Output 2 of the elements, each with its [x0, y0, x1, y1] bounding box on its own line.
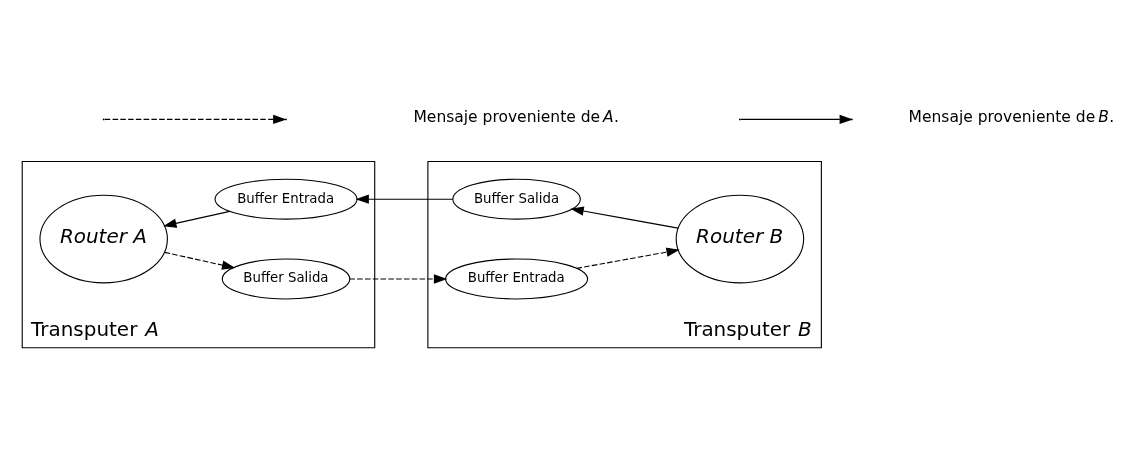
legend-label: Mensaje proveniente de B. — [908, 107, 1115, 126]
legend-label: Mensaje proveniente de A. — [413, 107, 620, 126]
